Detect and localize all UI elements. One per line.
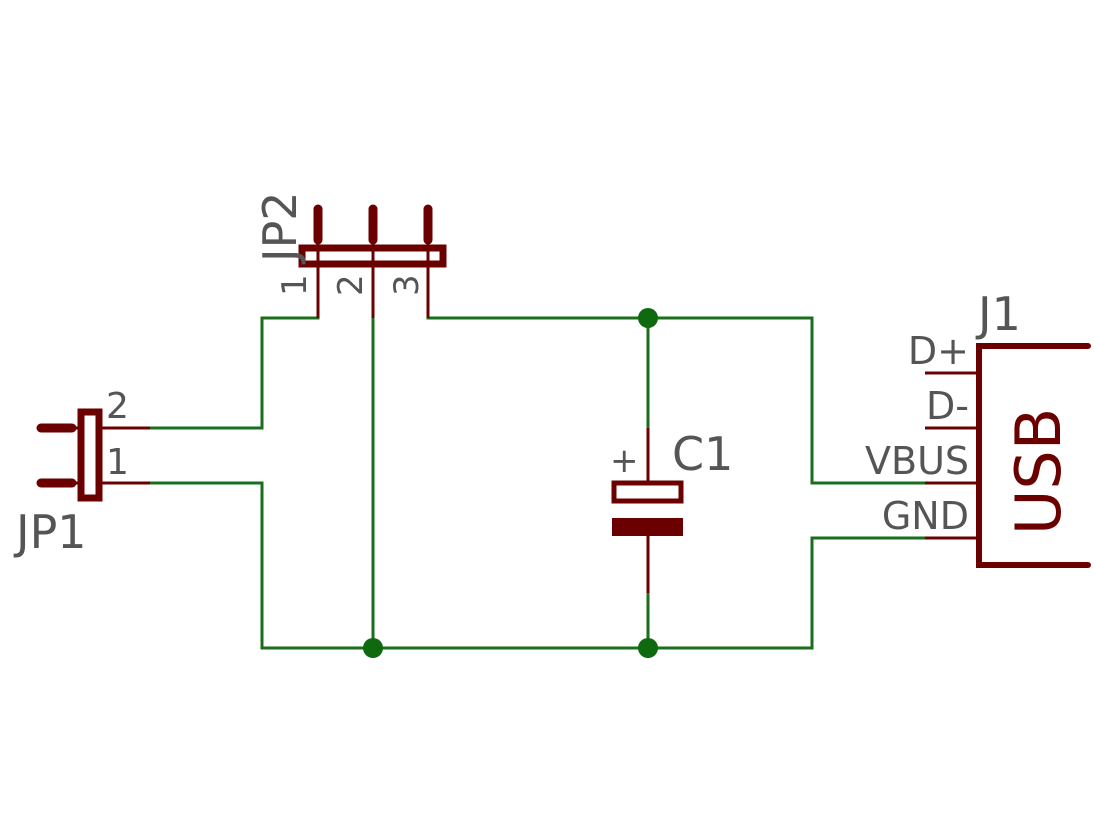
c1-minus-plate <box>612 518 683 536</box>
jp1-header: 2 1 JP1 <box>13 386 150 559</box>
c1-capacitor: + C1 <box>610 427 733 593</box>
jp2-pin2-number: 2 <box>331 274 371 296</box>
jp1-pin1-number: 1 <box>106 442 129 483</box>
wire-jp1-pin2-to-jp2-pin1 <box>148 316 320 430</box>
j1-designator: J1 <box>975 287 1021 341</box>
junction-dot <box>638 638 658 658</box>
wires <box>148 316 927 650</box>
j1-body-label: USB <box>1002 408 1075 535</box>
jp2-header: JP2 1 2 3 <box>253 191 447 318</box>
j1-pin-gnd-label: GND <box>882 494 969 538</box>
j1-pin-vbus-label: VBUS <box>865 439 969 483</box>
j1-pin-dplus-label: D+ <box>908 329 969 373</box>
j1-body-outline <box>976 343 1091 568</box>
jp2-pin3-number: 3 <box>387 274 427 296</box>
jp1-designator: JP1 <box>13 505 87 559</box>
j1-usb-connector: D+ D- VBUS GND J1 USB <box>865 287 1091 568</box>
jp1-body <box>77 408 103 502</box>
wire-jp2-pin3-to-vbus <box>426 316 927 485</box>
junction-dot <box>638 308 658 328</box>
junctions <box>363 308 658 658</box>
c1-designator: C1 <box>672 427 733 481</box>
c1-polarity-mark: + <box>610 441 639 481</box>
jp2-designator: JP2 <box>253 191 307 265</box>
j1-pin-dminus-label: D- <box>926 384 969 428</box>
wire-jp1-pin1-to-gnd <box>148 481 927 650</box>
jp2-pin1-number: 1 <box>275 274 315 296</box>
c1-plus-plate <box>611 480 684 504</box>
junction-dot <box>363 638 383 658</box>
jp1-pin2-number: 2 <box>106 386 129 427</box>
